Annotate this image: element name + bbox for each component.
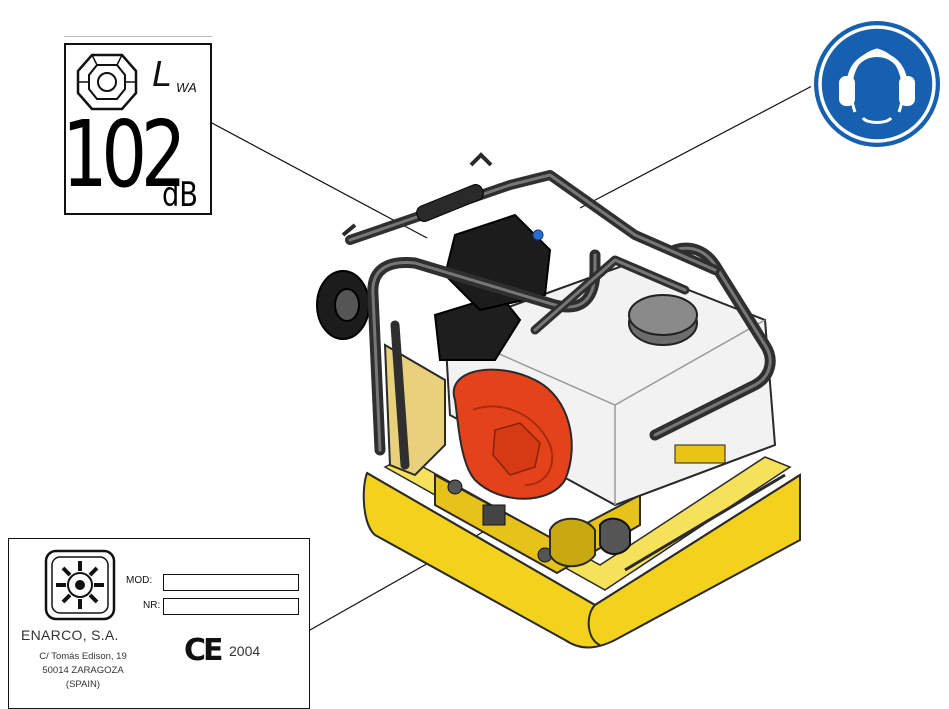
control-handles [341,152,544,241]
base-plate [362,456,801,649]
exciter-housing [434,473,641,575]
sound-power-value: 102 [62,101,186,208]
model-label: MOD: [126,575,153,586]
address-line-2: 50014 ZARAGOZA [42,665,124,676]
ear-sign-leader-line [579,85,813,209]
sound-power-icon [76,53,138,111]
enarco-logo-icon [44,549,116,621]
noise-label-top-rule [64,36,212,37]
noise-leader-line [209,121,428,239]
ear-protection-icon [811,18,943,150]
sound-power-unit: dB [162,175,198,215]
model-field [163,574,299,591]
company-name: ENARCO, S.A. [21,627,119,643]
serial-number-field [163,598,299,615]
engine [452,368,573,500]
plate-compactor-illustration [316,152,801,649]
address-line-3: (SPAIN) [65,679,101,690]
sound-power-symbol-subscript: WA [176,80,197,95]
manufacturer-plate: MOD: NR: ENARCO, S.A. C/ Tomás Edison, 1… [8,538,310,709]
sound-power-symbol-letter: L [152,53,173,94]
manufacture-year: 2004 [229,643,261,659]
serial-number-label: NR: [143,600,161,611]
ce-mark: CE [184,633,223,668]
address-line-1: C/ Tomás Edison, 19 [39,651,127,662]
transport-wheel [316,270,370,340]
